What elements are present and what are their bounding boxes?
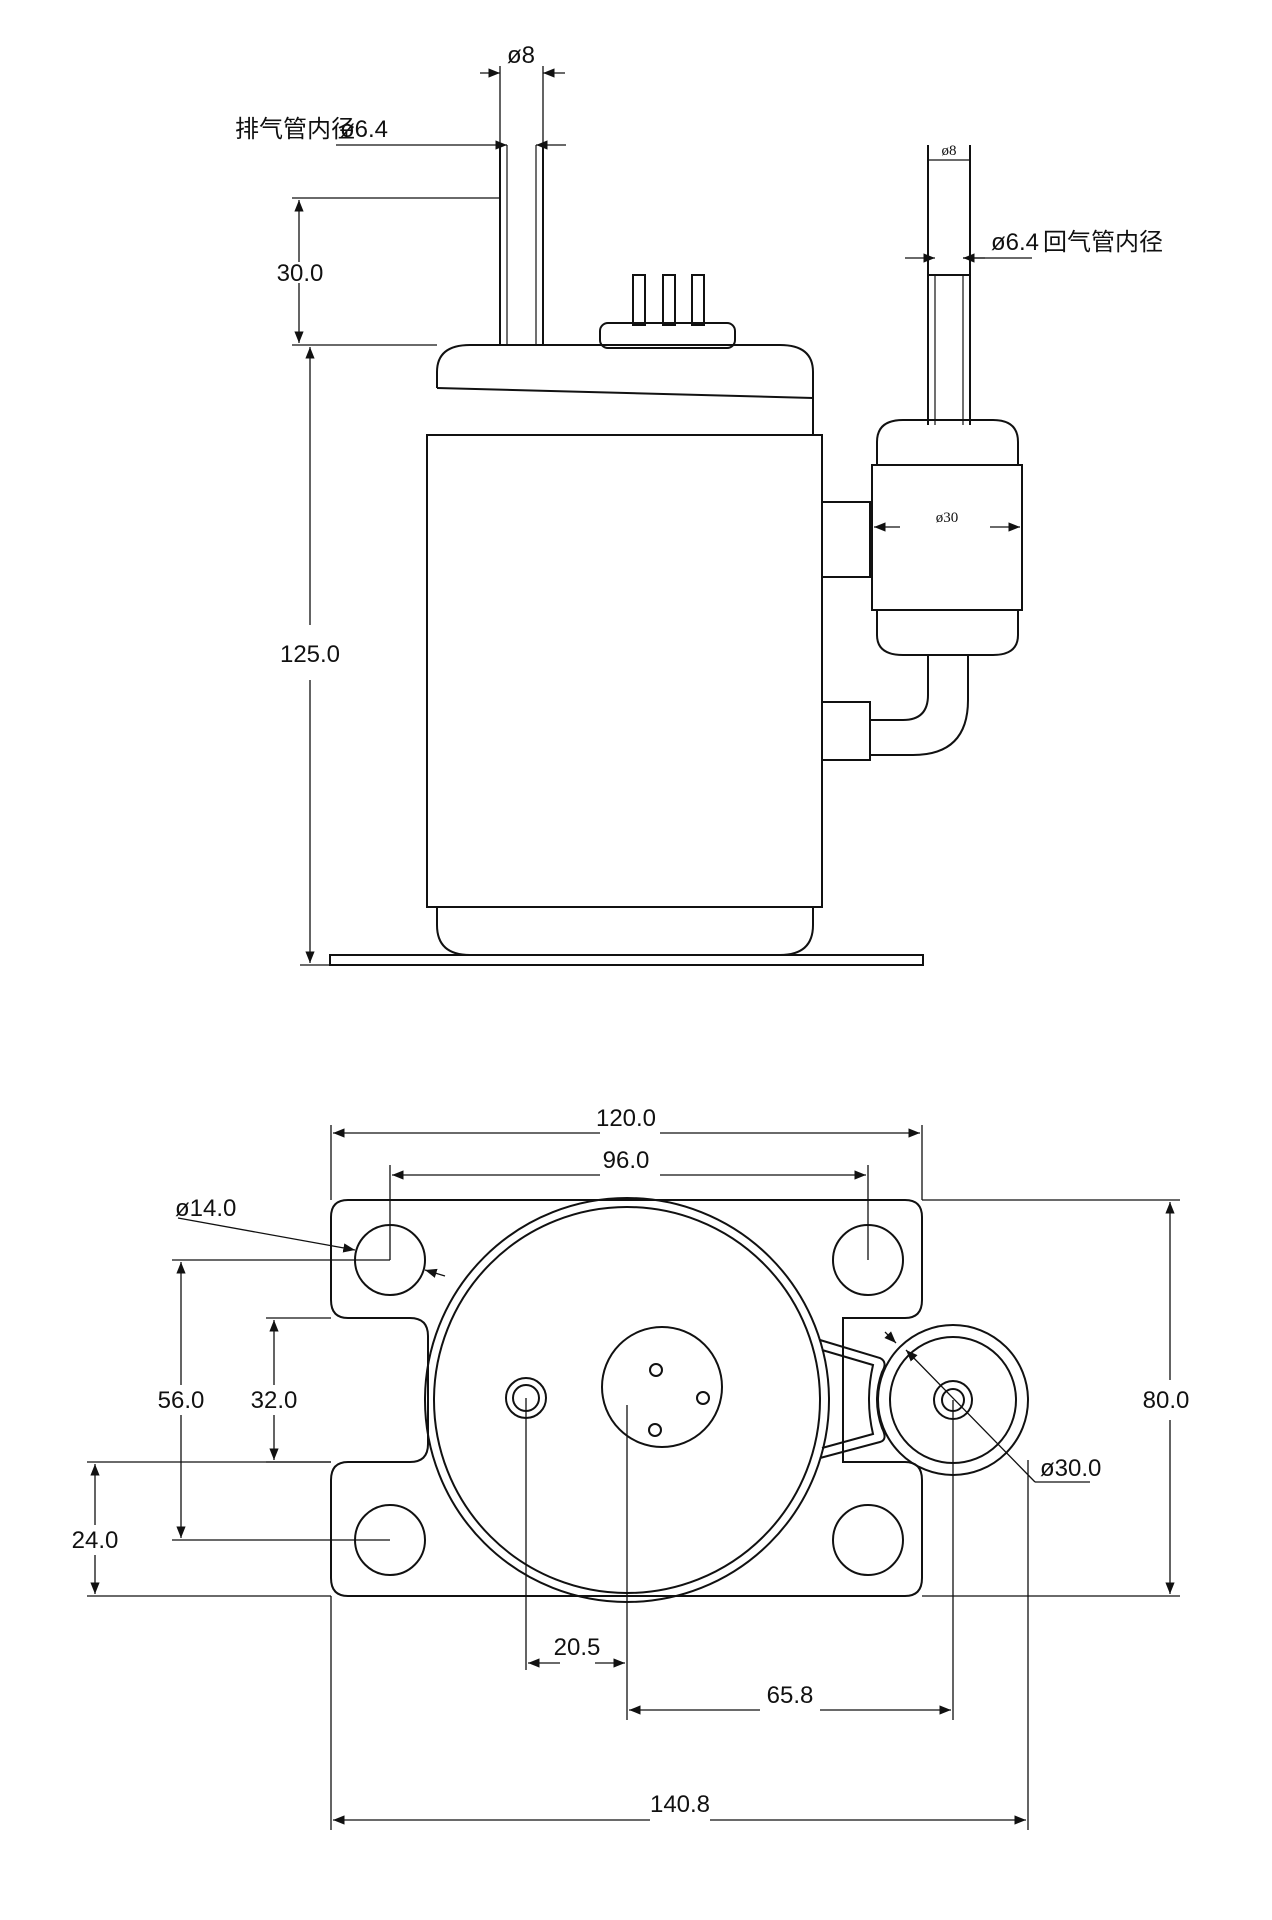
side-view-dimensions (292, 66, 1032, 966)
elbow-inner (870, 655, 929, 721)
suction-inner-dia-label: ø6.4 (991, 229, 1039, 256)
accumulator-body (871, 464, 1023, 611)
discharge-inner-label: 排气管内径 (235, 116, 355, 143)
hole-leader-line (177, 1217, 356, 1253)
upper-shell (436, 344, 814, 435)
dim-56-label: 56.0 (158, 1387, 205, 1414)
terminal-dot-1 (649, 1363, 663, 1377)
terminal-pin-1 (632, 274, 646, 326)
discharge-inner-dia-label: ø6.4 (340, 116, 388, 143)
accumulator-dia-top-label: ø30.0 (1040, 1455, 1101, 1482)
terminal-dot-3 (648, 1423, 662, 1437)
top-view-labels: 120.0 96.0 ø14.0 56.0 32.0 24.0 80.0 ø30… (72, 1105, 1190, 1818)
offset-20-5-label: 20.5 (554, 1634, 601, 1661)
compressor-body (426, 434, 823, 908)
accumulator-bracket-outer (819, 1339, 886, 1459)
terminal-pin-2 (662, 274, 676, 326)
lower-shell (436, 907, 814, 956)
side-view (329, 145, 1023, 966)
dim-32-label: 32.0 (251, 1387, 298, 1414)
hole-leader-line (424, 1268, 446, 1278)
terminal-pin-3 (691, 274, 705, 326)
upper-connector (821, 501, 871, 578)
discharge-pipe-height-label: 30.0 (277, 260, 324, 287)
suction-inner-label: 回气管内径 (1043, 229, 1163, 256)
terminal-dot-2 (696, 1391, 710, 1405)
mounting-hole-bottom-right (832, 1504, 904, 1576)
offset-65-8-label: 65.8 (767, 1682, 814, 1709)
terminal-block (601, 1326, 723, 1448)
top-view-dimensions (87, 1125, 1180, 1830)
upper-shell-seam (436, 387, 814, 399)
total-width-label: 140.8 (650, 1791, 710, 1818)
base-plate (329, 954, 924, 966)
accumulator-bottom (876, 610, 1019, 656)
terminal-cover (599, 322, 736, 349)
accumulator-dia-label: ø30 (936, 510, 959, 526)
accumulator-leader-arrow (884, 1331, 897, 1344)
lower-connector (821, 701, 871, 761)
overall-width-label: 120.0 (596, 1105, 656, 1132)
accumulator-bracket-inner (821, 1349, 875, 1449)
suction-outer-dia-label: ø8 (942, 143, 957, 159)
accumulator-leader (905, 1349, 1036, 1483)
hole-dia-label: ø14.0 (175, 1195, 236, 1222)
base-plate-outline (330, 1199, 923, 1597)
overall-depth-label: 80.0 (1143, 1387, 1190, 1414)
accumulator-top (876, 419, 1019, 465)
elbow-outer (870, 655, 969, 756)
body-height-label: 125.0 (280, 641, 340, 668)
dim-24-label: 24.0 (72, 1527, 119, 1554)
hole-spacing-label: 96.0 (603, 1147, 650, 1174)
top-view (330, 1197, 1029, 1603)
discharge-outer-dia-label: ø8 (507, 42, 535, 69)
side-view-labels: ø8 排气管内径 ø6.4 30.0 125.0 ø8 ø6.4 回气管内径 ø… (235, 42, 1163, 668)
